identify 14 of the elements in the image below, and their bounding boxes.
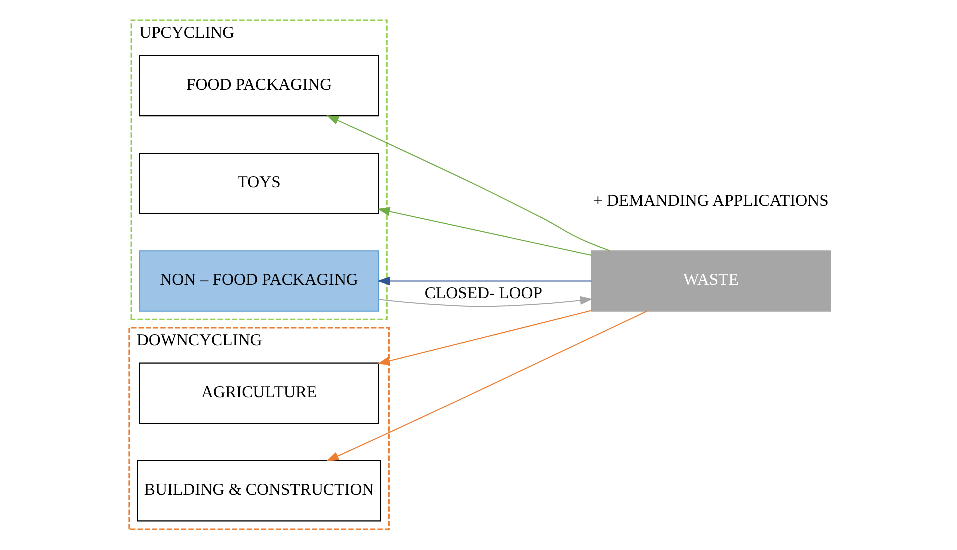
label: + DEMANDING APPLICATIONS [593,191,829,210]
node-box: WASTE [591,250,832,312]
node-box: NON – FOOD PACKAGING [139,250,380,312]
node-box: AGRICULTURE [139,362,380,424]
arrow [378,276,592,286]
edge-label: CLOSED- LOOP [424,284,543,303]
arrow [378,207,592,256]
arrow [326,115,610,252]
node-box: BUILDING & CONSTRUCTION [137,460,382,522]
arrow [378,296,593,308]
arrow [378,310,592,366]
arrow [326,311,648,462]
node-box: FOOD PACKAGING [139,55,380,117]
node-box: TOYS [139,152,380,214]
